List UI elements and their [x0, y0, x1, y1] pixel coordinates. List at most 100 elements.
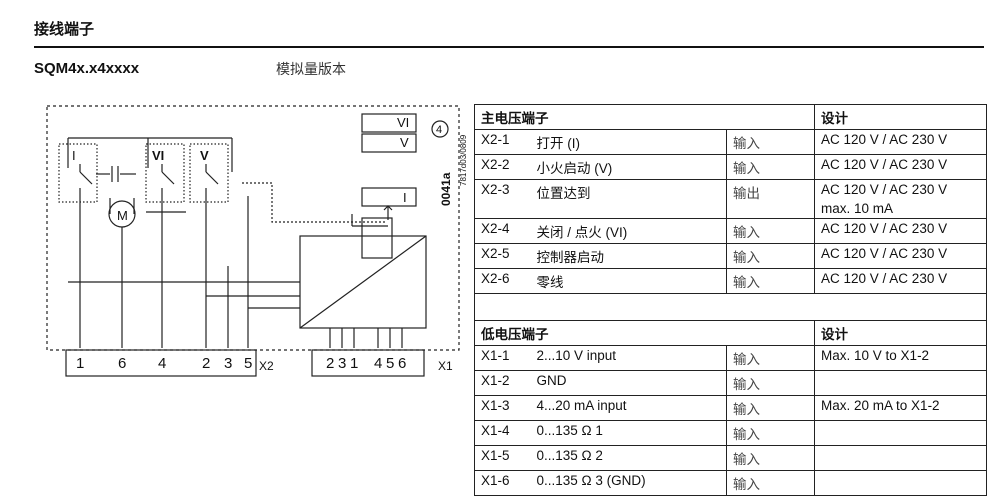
terminal-spec: Max. 20 mA to X1-2 [814, 395, 988, 421]
diagram-code: 7817d03/0809 [459, 134, 468, 186]
table-row: X1-3 4...20 mA input 输入 Max. 20 mA to X1… [474, 395, 988, 421]
terminal-dir: 输入 [725, 268, 816, 294]
callout-number: 4 [436, 124, 442, 136]
terminal-id: X2-1 [474, 129, 531, 155]
box-v-label: V [400, 135, 409, 150]
x2-pin-1: 1 [76, 355, 84, 372]
x2-label: X2 [259, 359, 274, 373]
x1-pin-4: 4 [374, 355, 382, 372]
model-number: SQM4x.x4xxxx [34, 60, 140, 77]
low-header: 低电压端子 [473, 320, 816, 346]
terminal-spec: AC 120 V / AC 230 V max. 10 mA [814, 179, 988, 219]
low-design-header: 设计 [814, 320, 988, 346]
x2-pin-3: 3 [224, 355, 232, 372]
terminal-strip-x2 [65, 349, 257, 377]
terminal-id: X2-4 [474, 218, 531, 244]
table-row: X1-1 2...10 V input 输入 Max. 10 V to X1-2 [474, 345, 988, 371]
terminal-desc: 小火启动 (V) [530, 154, 727, 180]
box-vi [361, 113, 417, 133]
x1-pin-1: 1 [350, 355, 358, 372]
terminal-dir: 输入 [725, 445, 816, 471]
switch-vi-label: VI [152, 148, 164, 163]
diagram-label: 0041a [439, 172, 453, 206]
terminal-dir: 输入 [725, 395, 816, 421]
terminal-desc: 关闭 / 点火 (VI) [530, 218, 727, 244]
x2-pin-5: 5 [244, 355, 252, 372]
table-row: X1-4 0...135 Ω 1 输入 [474, 420, 988, 446]
x1-pin-6: 6 [398, 355, 406, 372]
terminal-spec: AC 120 V / AC 230 V [814, 218, 988, 244]
box-vi-label: VI [397, 115, 409, 130]
housing-outline [46, 105, 460, 351]
terminal-desc: 控制器启动 [530, 243, 727, 269]
low-header-row: 低电压端子 设计 [473, 320, 988, 346]
terminal-spec: Max. 10 V to X1-2 [814, 345, 988, 371]
callout-circle [431, 120, 449, 138]
terminal-spec [814, 445, 988, 471]
terminal-id: X1-5 [474, 445, 531, 471]
terminal-dir: 输入 [725, 218, 816, 244]
terminal-id: X2-3 [474, 179, 531, 219]
terminal-desc: GND [530, 370, 727, 396]
x2-pin-6: 6 [118, 355, 126, 372]
terminal-id: X2-2 [474, 154, 531, 180]
terminal-strip-x1 [311, 349, 425, 377]
main-header: 主电压端子 [473, 104, 816, 130]
terminal-desc: 0...135 Ω 1 [530, 420, 727, 446]
terminal-id: X2-5 [474, 243, 531, 269]
terminal-id: X2-6 [474, 268, 531, 294]
motor-label: M [117, 208, 128, 223]
terminal-spec: AC 120 V / AC 230 V [814, 243, 988, 269]
terminal-id: X1-2 [474, 370, 531, 396]
x2-pin-4: 4 [158, 355, 166, 372]
table-row: X2-6 零线 输入 AC 120 V / AC 230 V [474, 268, 988, 294]
x1-pin-3: 3 [338, 355, 346, 372]
box-v [361, 133, 417, 153]
spacer-cell [473, 293, 988, 321]
switch-box-vi [145, 143, 185, 203]
table-row: X1-5 0...135 Ω 2 输入 [474, 445, 988, 471]
heading-rule [34, 46, 984, 48]
terminal-spec: AC 120 V / AC 230 V [814, 154, 988, 180]
x1-pin-2: 2 [326, 355, 334, 372]
terminal-dir: 输入 [725, 345, 816, 371]
terminal-dir: 输入 [725, 129, 816, 155]
table-row: X2-2 小火启动 (V) 输入 AC 120 V / AC 230 V [474, 154, 988, 180]
terminal-id: X1-4 [474, 420, 531, 446]
box-i-label: I [403, 190, 407, 205]
terminal-table: 主电压端子 设计 X2-1 打开 (I) 输入 AC 120 V / AC 23… [473, 104, 988, 496]
switch-i-label: I [72, 148, 76, 163]
switch-box-i [58, 143, 98, 203]
table-row: X2-5 控制器启动 输入 AC 120 V / AC 230 V [474, 243, 988, 269]
table-row: X2-4 关闭 / 点火 (VI) 输入 AC 120 V / AC 230 V [474, 218, 988, 244]
terminal-spec [814, 420, 988, 446]
terminal-dir: 输入 [725, 370, 816, 396]
spacer-row [473, 293, 988, 321]
terminal-desc: 2...10 V input [530, 345, 727, 371]
terminal-desc: 0...135 Ω 2 [530, 445, 727, 471]
x1-label: X1 [438, 359, 453, 373]
terminal-dir: 输出 [725, 179, 816, 219]
section-heading: 接线端子 [34, 20, 95, 38]
table-row: X2-1 打开 (I) 输入 AC 120 V / AC 230 V [474, 129, 988, 155]
terminal-id: X1-3 [474, 395, 531, 421]
terminal-spec: AC 120 V / AC 230 V [814, 268, 988, 294]
x2-pin-2: 2 [202, 355, 210, 372]
main-design-header: 设计 [814, 104, 988, 130]
table-row: X2-3 位置达到 输出 AC 120 V / AC 230 V max. 10 … [474, 179, 988, 219]
terminal-dir: 输入 [725, 243, 816, 269]
terminal-desc: 打开 (I) [530, 129, 727, 155]
wiring-diagram: I VI V M VI V I 4 0041a 7817d03/0809 1 6… [46, 105, 468, 377]
terminal-desc: 位置达到 [530, 179, 727, 219]
terminal-spec: AC 120 V / AC 230 V [814, 129, 988, 155]
terminal-id: X1-1 [474, 345, 531, 371]
converter-block [299, 235, 427, 329]
spec-line-2: max. 10 mA [821, 201, 894, 216]
switch-v-label: V [200, 148, 209, 163]
spec-line-1: AC 120 V / AC 230 V [821, 182, 948, 197]
box-i [361, 187, 417, 207]
x1-pin-5: 5 [386, 355, 394, 372]
terminal-dir: 输入 [725, 154, 816, 180]
version-label: 模拟量版本 [276, 62, 346, 78]
terminal-dir: 输入 [725, 420, 816, 446]
